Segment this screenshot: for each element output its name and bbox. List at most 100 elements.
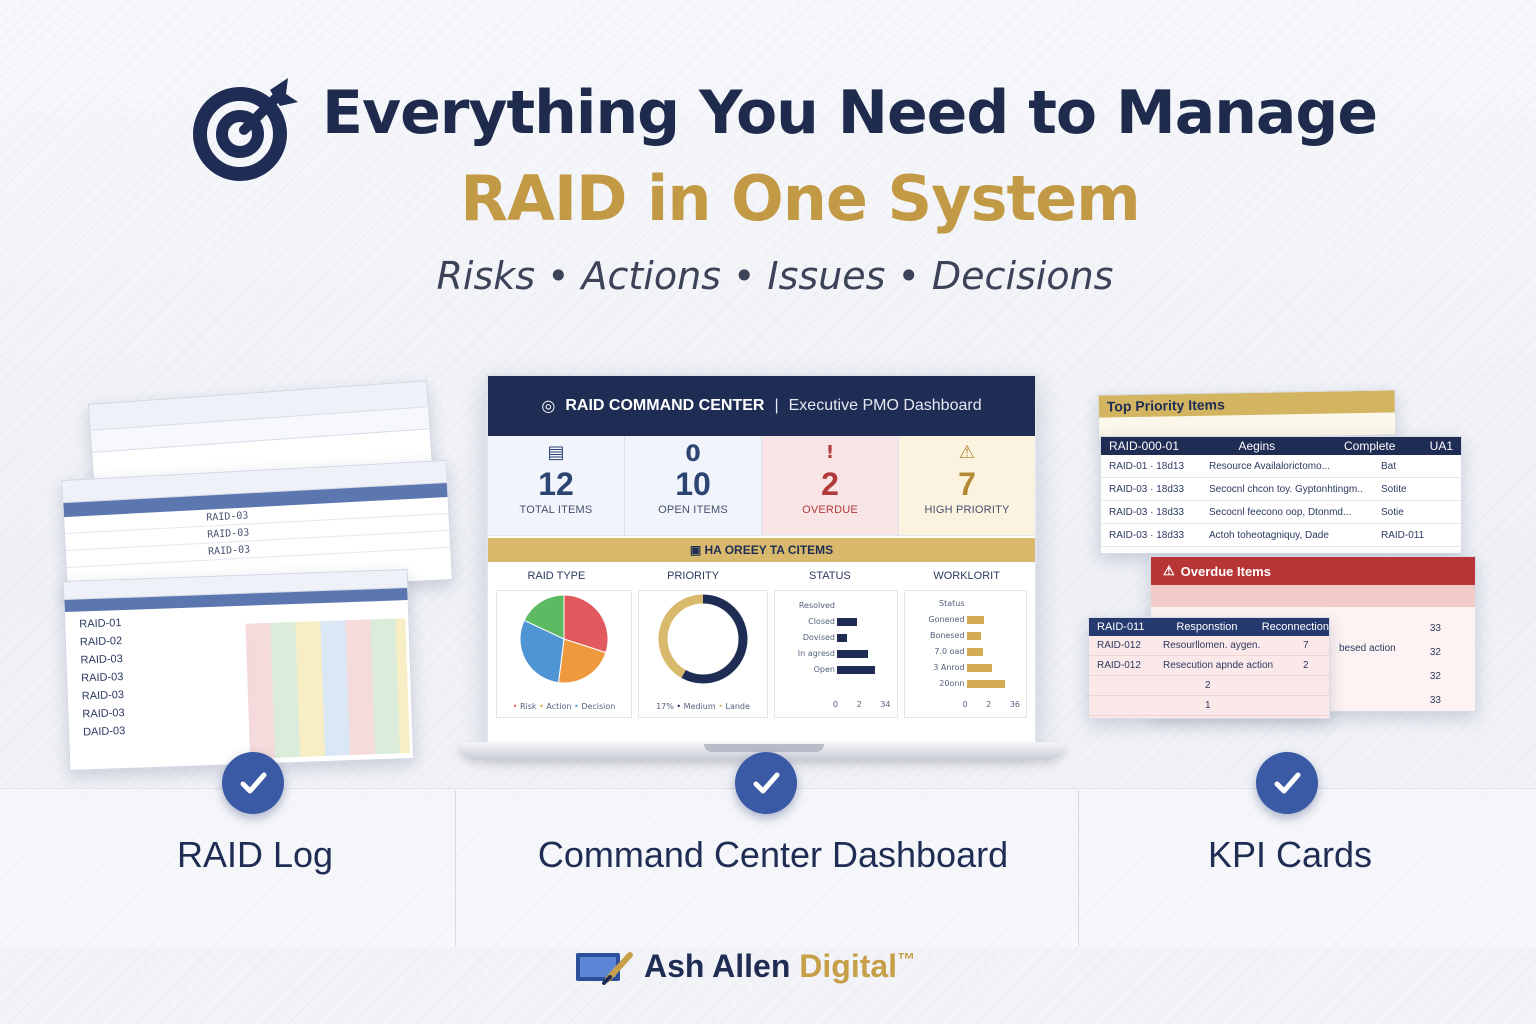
checkmark-icon	[1256, 752, 1318, 814]
brand-logo: Ash Allen Digital™	[574, 948, 915, 985]
axis-ticks: 0 2 36	[963, 700, 1021, 709]
hero-title-accent: RAID in One System	[460, 162, 1141, 235]
priority-donut-chart	[658, 594, 748, 684]
bar-label: Bonesed	[929, 631, 965, 640]
bar-label: Gonened	[928, 615, 965, 624]
bar-closed	[837, 618, 858, 626]
feature-divider	[1078, 790, 1079, 946]
pie-slice-action	[557, 638, 607, 684]
card-title: Top Priority Items	[1098, 390, 1395, 418]
feature-strip	[0, 788, 1536, 948]
category-subtitle: Risks•Actions•Issues•Decisions	[436, 254, 1114, 298]
folder-icon: ▣	[689, 543, 702, 557]
bar-dovised	[837, 634, 848, 642]
alert-icon: ⚠	[1163, 563, 1175, 578]
heatmap-cells	[245, 618, 411, 759]
bar-label: Closed	[808, 617, 835, 626]
section-banner: ▣ HA OREEY TA CITEMS	[488, 538, 1035, 562]
panel-title: WORKLORIT	[933, 570, 1000, 582]
detail-table-card: RAID-011 Responstion Reconnection RAID-0…	[1088, 617, 1330, 719]
axis-tick: 0	[962, 700, 968, 709]
kpi-overdue[interactable]: ! 2 OVERDUE	[762, 436, 899, 535]
panel-title: STATUS	[808, 570, 851, 582]
category-decisions: Decisions	[931, 254, 1114, 298]
axis-tick: 2	[986, 700, 992, 709]
raid-type-pie-chart	[519, 594, 609, 684]
bar-label: 20onn	[939, 679, 965, 688]
kpi-total-items[interactable]: ▤ 12 TOTAL ITEMS	[488, 436, 625, 535]
feature-raid-log: RAID Log	[176, 834, 334, 875]
raid-type-legend: • Risk • Action • Decision	[512, 702, 616, 711]
pie-slice-risk	[563, 594, 609, 654]
clipboard-icon: ▤	[547, 442, 565, 463]
warning-icon: ⚠	[958, 442, 976, 463]
priority-table-card: RAID-000-01 Aegins Complete UA1 RAID-01 …	[1100, 436, 1462, 554]
chart-panels: • Risk • Action • Decision 17% • Medium …	[488, 590, 1035, 718]
bar-label: 7.0 oad	[934, 647, 965, 656]
bar-label: In agresd	[797, 649, 835, 658]
laptop-notch	[704, 744, 824, 752]
command-center-dashboard: ◎ RAID COMMAND CENTER | Executive PMO Da…	[486, 374, 1037, 744]
overdue-values: 33 32 32 33	[1429, 623, 1441, 706]
raid-log-spreadsheet: RAID-01 RAID-02 RAID-03 RAID-03 RAID-03 …	[62, 569, 415, 771]
axis-ticks: 0 2 34	[833, 700, 891, 709]
bar-label: Open	[813, 665, 835, 674]
dashboard-subtitle: Executive PMO Dashboard	[788, 397, 982, 414]
panel-titles: RAID TYPE PRIORITY STATUS WORKLORIT	[488, 562, 1035, 590]
axis-tick: 2	[856, 700, 862, 709]
feature-divider	[455, 790, 456, 946]
category-actions: Actions	[581, 254, 721, 298]
priority-panel: 17% • Medium • Lande	[638, 590, 768, 718]
dashboard-title: RAID COMMAND CENTER	[565, 397, 765, 414]
checkmark-icon	[222, 752, 284, 814]
bar-gonened	[966, 616, 985, 624]
alert-icon: !	[825, 442, 835, 463]
feature-kpi-cards: KPI Cards	[1207, 834, 1373, 875]
kpi-open-items[interactable]: 0 10 OPEN ITEMS	[625, 436, 762, 535]
bar-label: 3 Anrod	[933, 663, 965, 672]
target-arrow-icon	[193, 78, 298, 181]
pie-slice-decision	[519, 619, 565, 684]
checkmark-icon	[735, 752, 797, 814]
table-row[interactable]: 2	[1089, 676, 1329, 696]
bar-label: Resolved	[798, 601, 835, 610]
dashboard-header: ◎ RAID COMMAND CENTER | Executive PMO Da…	[488, 376, 1035, 436]
raid-type-panel: • Risk • Action • Decision	[496, 590, 632, 718]
axis-tick: 36	[1009, 700, 1020, 709]
panel-title: PRIORITY	[667, 570, 720, 582]
bar-bonesed	[966, 632, 981, 640]
zero-icon: 0	[685, 442, 701, 467]
bar-open	[837, 666, 875, 674]
bar-label: Status	[939, 599, 965, 608]
donut-segment-other	[658, 594, 748, 684]
bar-20onn	[966, 680, 1006, 688]
panel-title: RAID TYPE	[527, 570, 586, 582]
table-header: RAID-000-01 Aegins Complete UA1	[1101, 437, 1461, 455]
bar-3-anrod	[966, 664, 993, 672]
overdue-header: ⚠ Overdue Items	[1151, 557, 1475, 585]
priority-legend: 17% • Medium • Lande	[656, 702, 750, 711]
table-header: RAID-011 Responstion Reconnection	[1089, 618, 1329, 636]
bar-7-0-oad	[966, 648, 983, 656]
target-icon: ◎	[541, 398, 556, 415]
table-row[interactable]: 1	[1089, 696, 1329, 716]
brand-name: Ash Allen Digital™	[644, 948, 916, 984]
axis-tick: 0	[833, 700, 839, 709]
bar-label: Dovised	[802, 633, 835, 642]
category-risks: Risks	[436, 254, 536, 298]
axis-tick: 34	[880, 700, 891, 709]
top-priority-card: Top Priority Items	[1097, 389, 1397, 441]
pie-slice-other	[523, 594, 565, 640]
kpi-row: ▤ 12 TOTAL ITEMS 0 10 OPEN ITEMS ! 2 OVE…	[488, 436, 1035, 536]
hero-title: Everything You Need to Manage	[322, 78, 1378, 148]
feature-command-center: Command Center Dashboard	[537, 834, 1009, 875]
kpi-high-priority[interactable]: ⚠ 7 HIGH PRIORITY	[899, 436, 1035, 535]
